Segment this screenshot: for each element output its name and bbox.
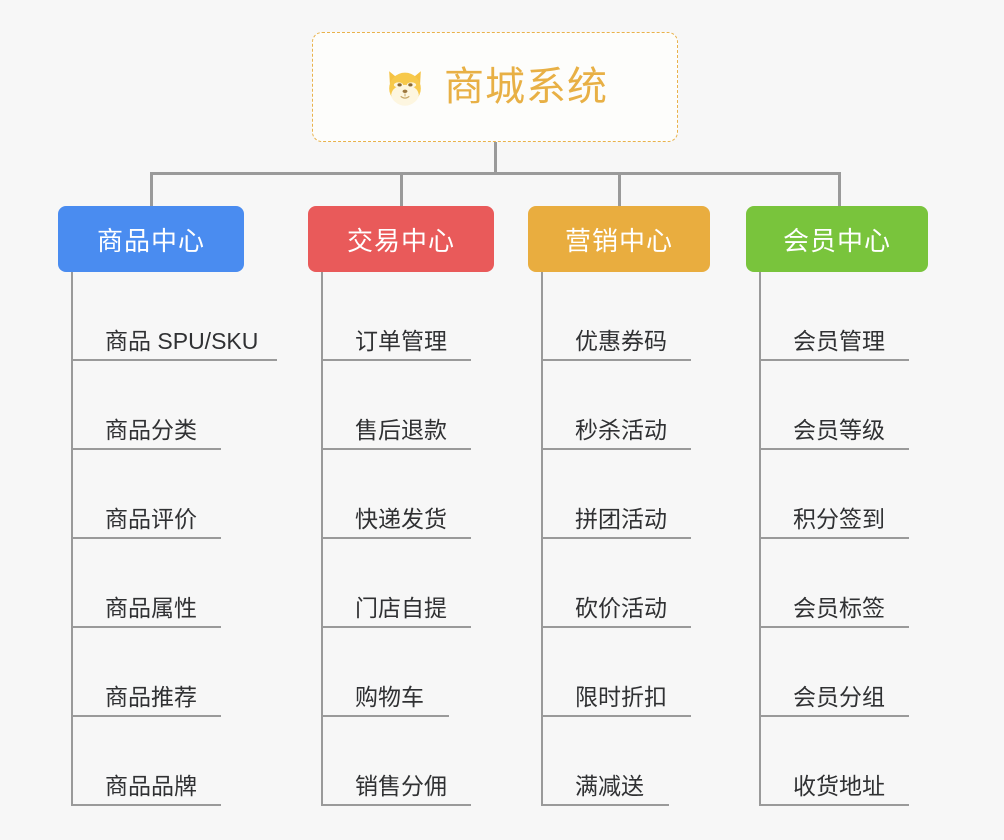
branch-label: 会员中心 (782, 225, 891, 256)
leaf-label: 会员管理 (793, 328, 885, 355)
leaf-item[interactable]: 限时折扣 (541, 628, 691, 717)
leaf-label: 商品评价 (105, 506, 197, 533)
branch-drop-connector-1 (150, 172, 153, 206)
leaf-underline (73, 715, 221, 717)
leaf-item[interactable]: 积分签到 (759, 450, 909, 539)
leaf-item[interactable]: 会员等级 (759, 361, 909, 450)
leaf-trunk-line (541, 272, 543, 806)
leaf-label: 秒杀活动 (575, 417, 667, 444)
horizontal-bus-connector (150, 172, 840, 175)
leaf-label: 会员分组 (793, 684, 885, 711)
branch-drop-connector-4 (838, 172, 841, 206)
leaf-underline (761, 715, 909, 717)
leaf-column-营销中心: 优惠券码 秒杀活动 拼团活动 砍价活动 限时折扣 满减送 (541, 272, 691, 806)
leaf-column-交易中心: 订单管理 售后退款 快递发货 门店自提 购物车 销售分佣 (321, 272, 471, 806)
shiba-dog-icon (389, 71, 421, 106)
leaf-item[interactable]: 商品品牌 (71, 717, 258, 806)
leaf-item[interactable]: 会员分组 (759, 628, 909, 717)
leaf-item[interactable]: 会员管理 (759, 272, 909, 361)
leaf-underline (73, 359, 277, 361)
leaf-item[interactable]: 商品 SPU/SKU (71, 272, 277, 361)
leaf-underline (761, 626, 909, 628)
leaf-item[interactable]: 销售分佣 (321, 717, 471, 806)
leaf-underline (73, 537, 221, 539)
branch-box-营销中心[interactable]: 营销中心 (528, 206, 710, 272)
leaf-item[interactable]: 售后退款 (321, 361, 471, 450)
leaf-underline (323, 626, 471, 628)
leaf-label: 快递发货 (355, 506, 447, 533)
leaf-item[interactable]: 商品属性 (71, 539, 258, 628)
leaf-label: 商品分类 (105, 417, 197, 444)
leaf-label: 订单管理 (355, 328, 447, 355)
leaf-underline (73, 626, 221, 628)
leaf-trunk-line (71, 272, 73, 806)
leaf-item[interactable]: 会员标签 (759, 539, 909, 628)
leaf-underline (543, 715, 691, 717)
leaf-item[interactable]: 商品推荐 (71, 628, 258, 717)
leaf-label: 商品推荐 (105, 684, 197, 711)
leaf-underline (323, 804, 471, 806)
leaf-label: 限时折扣 (575, 684, 667, 711)
leaf-underline (543, 804, 669, 806)
leaf-label: 门店自提 (355, 595, 447, 622)
leaf-label: 会员等级 (793, 417, 885, 444)
leaf-underline (761, 448, 909, 450)
leaf-underline (73, 448, 221, 450)
leaf-column-会员中心: 会员管理 会员等级 积分签到 会员标签 会员分组 收货地址 (759, 272, 909, 806)
leaf-trunk-line (759, 272, 761, 806)
leaf-item[interactable]: 快递发货 (321, 450, 471, 539)
root-title: 商城系统 (444, 65, 608, 109)
leaf-label: 商品品牌 (105, 773, 197, 800)
leaf-item[interactable]: 收货地址 (759, 717, 909, 806)
leaf-item[interactable]: 优惠券码 (541, 272, 691, 361)
leaf-label: 售后退款 (355, 417, 447, 444)
leaf-item[interactable]: 门店自提 (321, 539, 471, 628)
leaf-underline (323, 448, 471, 450)
branch-label: 交易中心 (346, 225, 455, 256)
leaf-underline (761, 537, 909, 539)
leaf-item[interactable]: 拼团活动 (541, 450, 691, 539)
leaf-label: 砍价活动 (575, 595, 667, 622)
leaf-item[interactable]: 满减送 (541, 717, 669, 806)
branch-label: 商品中心 (96, 225, 205, 256)
leaf-label: 拼团活动 (575, 506, 667, 533)
branch-box-会员中心[interactable]: 会员中心 (746, 206, 928, 272)
root-node[interactable]: 商城系统 (312, 32, 678, 142)
leaf-trunk-line (321, 272, 323, 806)
leaf-label: 收货地址 (793, 773, 885, 800)
leaf-underline (323, 537, 471, 539)
leaf-underline (761, 804, 909, 806)
leaf-item[interactable]: 商品评价 (71, 450, 258, 539)
leaf-label: 购物车 (355, 684, 424, 711)
leaf-label: 会员标签 (793, 595, 885, 622)
leaf-underline (543, 359, 691, 361)
branch-label: 营销中心 (564, 225, 673, 256)
leaf-underline (73, 804, 221, 806)
branch-box-商品中心[interactable]: 商品中心 (58, 206, 244, 272)
branch-box-交易中心[interactable]: 交易中心 (308, 206, 494, 272)
leaf-label: 优惠券码 (575, 328, 667, 355)
leaf-column-商品中心: 商品 SPU/SKU 商品分类 商品评价 商品属性 商品推荐 商品品牌 (71, 272, 277, 806)
leaf-label: 积分签到 (793, 506, 885, 533)
leaf-underline (543, 448, 691, 450)
branch-drop-connector-2 (400, 172, 403, 206)
leaf-underline (323, 715, 449, 717)
leaf-underline (323, 359, 471, 361)
leaf-label: 销售分佣 (355, 773, 447, 800)
leaf-label: 商品属性 (105, 595, 197, 622)
leaf-underline (761, 359, 909, 361)
leaf-item[interactable]: 商品分类 (71, 361, 258, 450)
leaf-underline (543, 626, 691, 628)
leaf-item[interactable]: 砍价活动 (541, 539, 691, 628)
leaf-item[interactable]: 订单管理 (321, 272, 471, 361)
leaf-underline (543, 537, 691, 539)
leaf-item[interactable]: 秒杀活动 (541, 361, 691, 450)
leaf-label: 商品 SPU/SKU (105, 328, 259, 355)
leaf-item[interactable]: 购物车 (321, 628, 449, 717)
leaf-label: 满减送 (575, 773, 644, 800)
root-stem-connector (494, 142, 497, 174)
branch-drop-connector-3 (618, 172, 621, 206)
